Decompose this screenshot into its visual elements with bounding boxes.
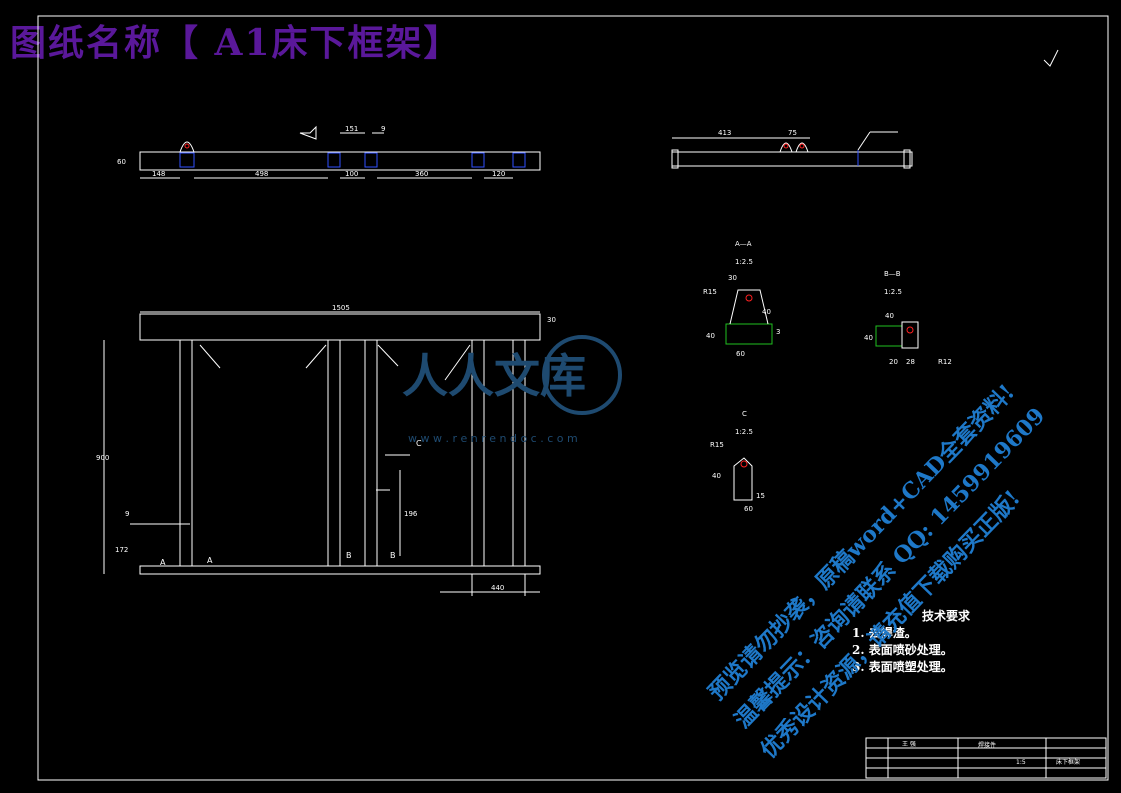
title-block-part: 床下框架	[1056, 758, 1080, 766]
title-block-designer: 王 强	[902, 741, 916, 748]
dim-text: 9	[381, 125, 385, 133]
dim-text: 100	[345, 170, 358, 178]
watermark-brand: 人人文库	[402, 349, 586, 403]
section-scale: 1:2.5	[735, 258, 753, 266]
section-c	[733, 457, 753, 501]
side-view-dims: 413 75	[718, 129, 797, 137]
dim-text: 75	[788, 129, 797, 137]
marker-label: A	[160, 558, 166, 567]
section-title: A—A	[735, 240, 752, 248]
drawing-border	[37, 15, 1109, 781]
dim-text: R15	[710, 441, 724, 449]
drawing-title: 图纸名称【 A1床下框架】	[10, 22, 462, 64]
section-scale: 1:2.5	[735, 428, 753, 436]
dim-text: 9	[125, 510, 129, 518]
tech-heading: 技术要求	[922, 609, 971, 623]
dim-text: 196	[404, 510, 418, 518]
dim-text: 40	[706, 332, 715, 340]
dim-text: 20	[889, 358, 898, 366]
dim-text: 498	[255, 170, 268, 178]
dim-text: 900	[96, 454, 109, 462]
section-aa-labels: A—A 1:2.5 30 R15 40 40 60 3	[703, 240, 780, 358]
dim-text: 172	[115, 546, 128, 554]
dim-text: 60	[744, 505, 753, 513]
tech-item: 2. 表面喷砂处理。	[852, 643, 953, 657]
dim-text: 28	[906, 358, 915, 366]
marker-label: B	[346, 551, 352, 560]
dim-text: 120	[492, 170, 505, 178]
title-block-text: 王 强 焊接件 1:5 床下框架	[902, 741, 1080, 766]
dim-text: 3	[776, 328, 780, 336]
dim-text: 30	[728, 274, 737, 282]
roughness-symbol	[1043, 49, 1059, 67]
front-view-dims: 1505 30 900 9 172 196 440	[96, 304, 556, 592]
section-scale: 1:2.5	[884, 288, 902, 296]
dim-text: 413	[718, 129, 731, 137]
dim-text: 40	[864, 334, 873, 342]
view-markers: C A A B B	[160, 439, 422, 567]
dim-text: 40	[712, 472, 721, 480]
dim-text: 60	[736, 350, 745, 358]
dim-text: 360	[415, 170, 428, 178]
section-bb-labels: B—B 1:2.5 40 40 20 28 R12	[864, 270, 952, 366]
dim-text: 148	[152, 170, 165, 178]
tech-item: 1. 去焊渣。	[852, 626, 917, 640]
dim-text: 151	[345, 125, 358, 133]
section-aa	[725, 289, 773, 345]
title-block-name: 焊接件	[978, 741, 996, 749]
section-title: C	[742, 410, 747, 418]
tech-item: 3. 表面喷塑处理。	[852, 660, 953, 674]
dim-text: 40	[762, 308, 771, 316]
top-view-dims: 60 148 498 151 9 100 360 120	[117, 125, 505, 178]
dim-text: 30	[547, 316, 556, 324]
watermark-url: w w w . r e n r e n d o c . c o m	[408, 432, 578, 445]
top-view	[139, 125, 541, 179]
watermark-logo-circle	[542, 335, 622, 415]
side-view	[671, 131, 913, 169]
marker-label: A	[207, 556, 213, 565]
section-c-labels: C 1:2.5 R15 40 15 60	[710, 410, 765, 513]
marker-label: C	[416, 439, 422, 448]
title-block	[865, 737, 1107, 779]
title-block-scale: 1:5	[1016, 759, 1026, 766]
dim-text: R12	[938, 358, 952, 366]
dim-text: 1505	[332, 304, 350, 312]
dim-text: 60	[117, 158, 126, 166]
section-title: B—B	[884, 270, 901, 278]
front-view	[103, 311, 541, 596]
marker-label: B	[390, 551, 396, 560]
dim-text: 440	[491, 584, 504, 592]
dim-text: 40	[885, 312, 894, 320]
section-bb	[875, 321, 919, 349]
dim-text: R15	[703, 288, 717, 296]
dim-text: 15	[756, 492, 765, 500]
